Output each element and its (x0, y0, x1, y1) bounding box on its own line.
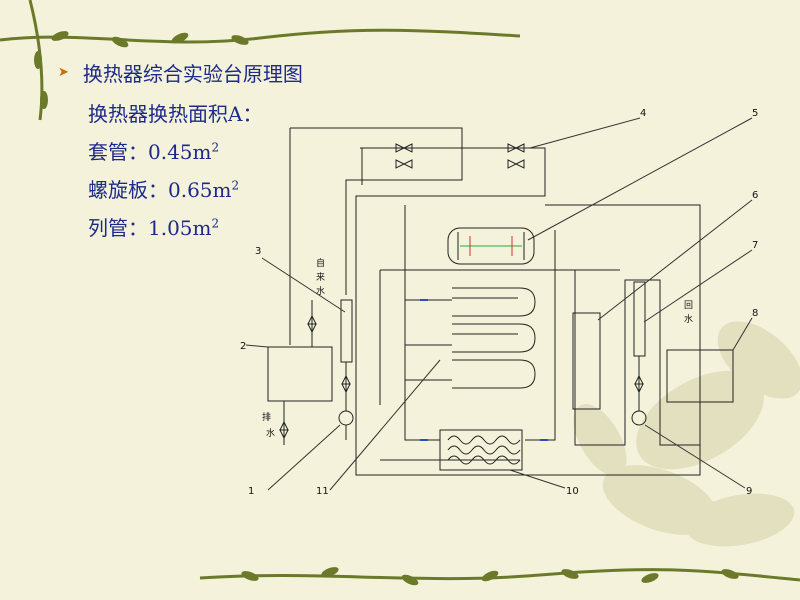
double-pipe-exchanger (452, 287, 536, 389)
area-name: 套管： (88, 140, 148, 164)
callout-6: 6 (752, 190, 758, 201)
drain-label-char: 水 (266, 427, 275, 439)
area-name: 列管： (88, 216, 148, 240)
callout-1: 1 (248, 486, 254, 497)
callout-4: 4 (640, 108, 646, 119)
return-water-label-char: 水 (684, 313, 693, 325)
area-line-tube: 列管：1.05m2 (88, 212, 219, 241)
shell-tube-exchanger (447, 227, 535, 265)
valve-symbols (279, 143, 644, 440)
return-pipe (574, 270, 700, 446)
frame-pipe (404, 205, 440, 441)
callout-8: 8 (752, 308, 758, 319)
tap-water-label-char: 来 (316, 272, 325, 283)
slide-title-row: ➤ 换热器综合实验台原理图 (58, 58, 303, 87)
flowmeter-right (633, 281, 646, 357)
area-exponent: 2 (211, 140, 220, 155)
tap-water-label-char: 水 (316, 285, 325, 297)
callout-9: 9 (746, 486, 752, 497)
pump-right (631, 410, 647, 426)
water-tank (267, 346, 333, 402)
frame-pipe (379, 270, 520, 461)
bottom-vine (199, 568, 800, 582)
area-value: 1.05m (148, 216, 212, 240)
top-loop-pipe (290, 127, 463, 295)
slide-title: 换热器综合实验台原理图 (82, 62, 303, 86)
valve-branch-pipe (355, 147, 701, 476)
pump-left (338, 410, 354, 426)
drain-label-char: 排 (262, 411, 271, 423)
area-line-casing: 套管：0.45m2 (88, 136, 219, 165)
callout-2: 2 (240, 341, 246, 352)
area-value: 0.65m (168, 178, 232, 202)
area-value: 0.45m (148, 140, 212, 164)
area-exponent: 2 (211, 216, 220, 231)
return-water-label-char: 回 (684, 300, 693, 311)
callout-11: 11 (316, 486, 329, 497)
tank-right (666, 349, 734, 403)
frame-pipe (525, 230, 556, 441)
heater (572, 312, 601, 410)
area-line-spiral: 螺旋板：0.65m2 (88, 174, 239, 203)
area-name: 螺旋板： (88, 178, 168, 202)
vine-leaves (34, 31, 739, 586)
callout-7: 7 (752, 240, 758, 251)
bullet-icon: ➤ (58, 65, 69, 80)
callout-10: 10 (566, 486, 579, 497)
leader-lines (245, 117, 753, 491)
callout-5: 5 (752, 108, 758, 119)
area-exponent: 2 (231, 178, 240, 193)
spiral-plate-exchanger (439, 429, 523, 471)
callout-3: 3 (255, 246, 261, 257)
flowmeter-left (340, 299, 353, 363)
tap-water-label-char: 自 (316, 257, 325, 269)
area-label: 换热器换热面积A： (88, 102, 263, 126)
